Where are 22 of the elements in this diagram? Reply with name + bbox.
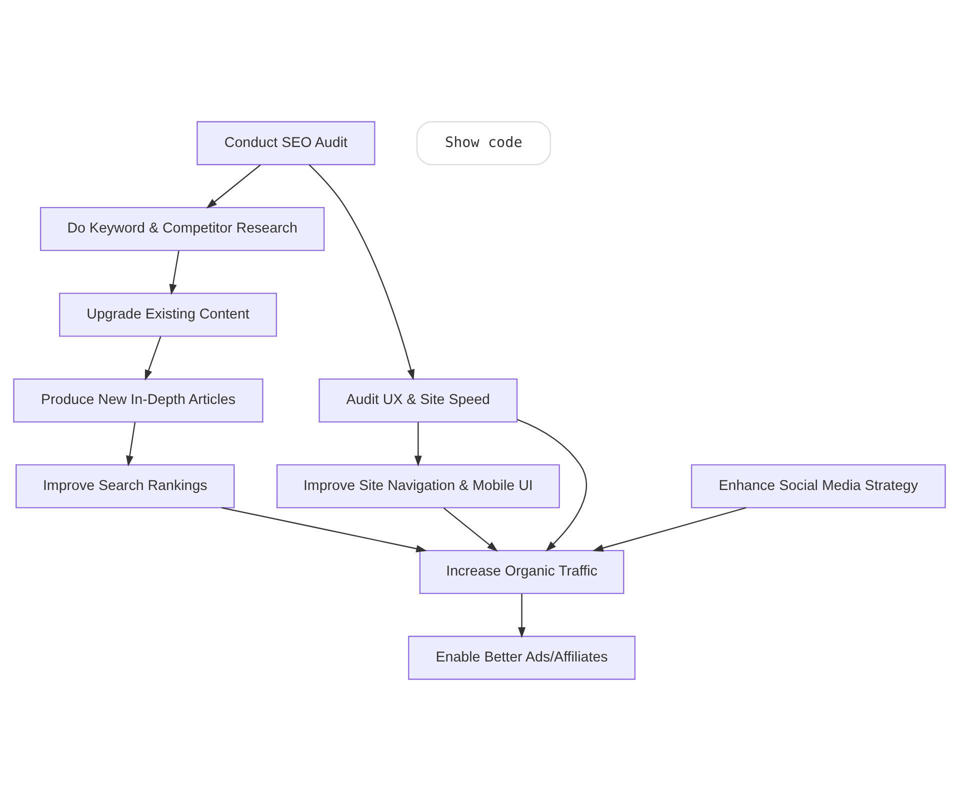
arrow	[592, 506, 746, 552]
node-box: Enable Better Ads/Affiliates	[408, 635, 636, 680]
node-box: Produce New In-Depth Articles	[12, 378, 263, 422]
node-box: Conduct SEO Audit	[196, 120, 375, 165]
node-box: Upgrade Existing Content	[58, 292, 276, 336]
arrow	[168, 250, 179, 294]
arrow	[308, 164, 414, 380]
arrow	[414, 422, 422, 466]
node-box: Increase Organic Traffic	[418, 550, 624, 594]
node-box: Do Keyword & Competitor Research	[39, 206, 324, 250]
node-box: Audit UX & Site Speed	[318, 378, 518, 422]
arrow	[126, 422, 136, 466]
node-box: Improve Site Navigation & Mobile UI	[276, 464, 560, 508]
arrow	[516, 418, 587, 551]
node-box: Enhance Social Media Strategy	[690, 464, 946, 508]
arrow	[442, 507, 498, 552]
node-box: Improve Search Rankings	[15, 464, 234, 508]
arrow	[144, 336, 161, 380]
arrow	[518, 593, 526, 638]
arrow	[206, 164, 260, 208]
arrow	[221, 506, 426, 552]
label: Show code	[444, 134, 522, 150]
